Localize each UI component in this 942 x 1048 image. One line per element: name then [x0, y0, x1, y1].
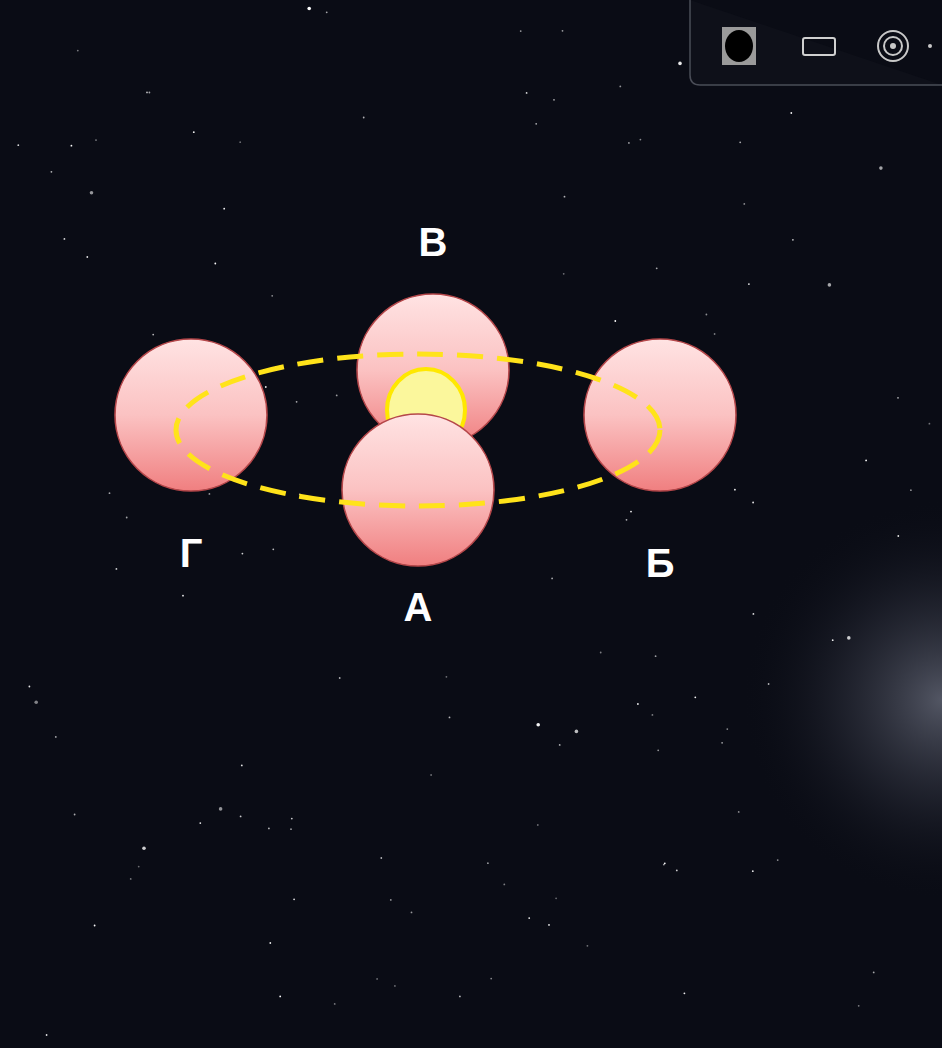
planet-node: А — [340, 412, 496, 631]
planet-label: Б — [646, 539, 675, 587]
planet-label: А — [404, 583, 433, 631]
planet-circle — [582, 337, 738, 493]
planet-label: В — [419, 218, 448, 266]
planet-circle — [113, 337, 269, 493]
toolbar-panel — [690, 0, 942, 85]
planet-label: Г — [180, 529, 203, 577]
planet-circle — [340, 412, 496, 568]
planet-node: Б — [582, 337, 738, 587]
